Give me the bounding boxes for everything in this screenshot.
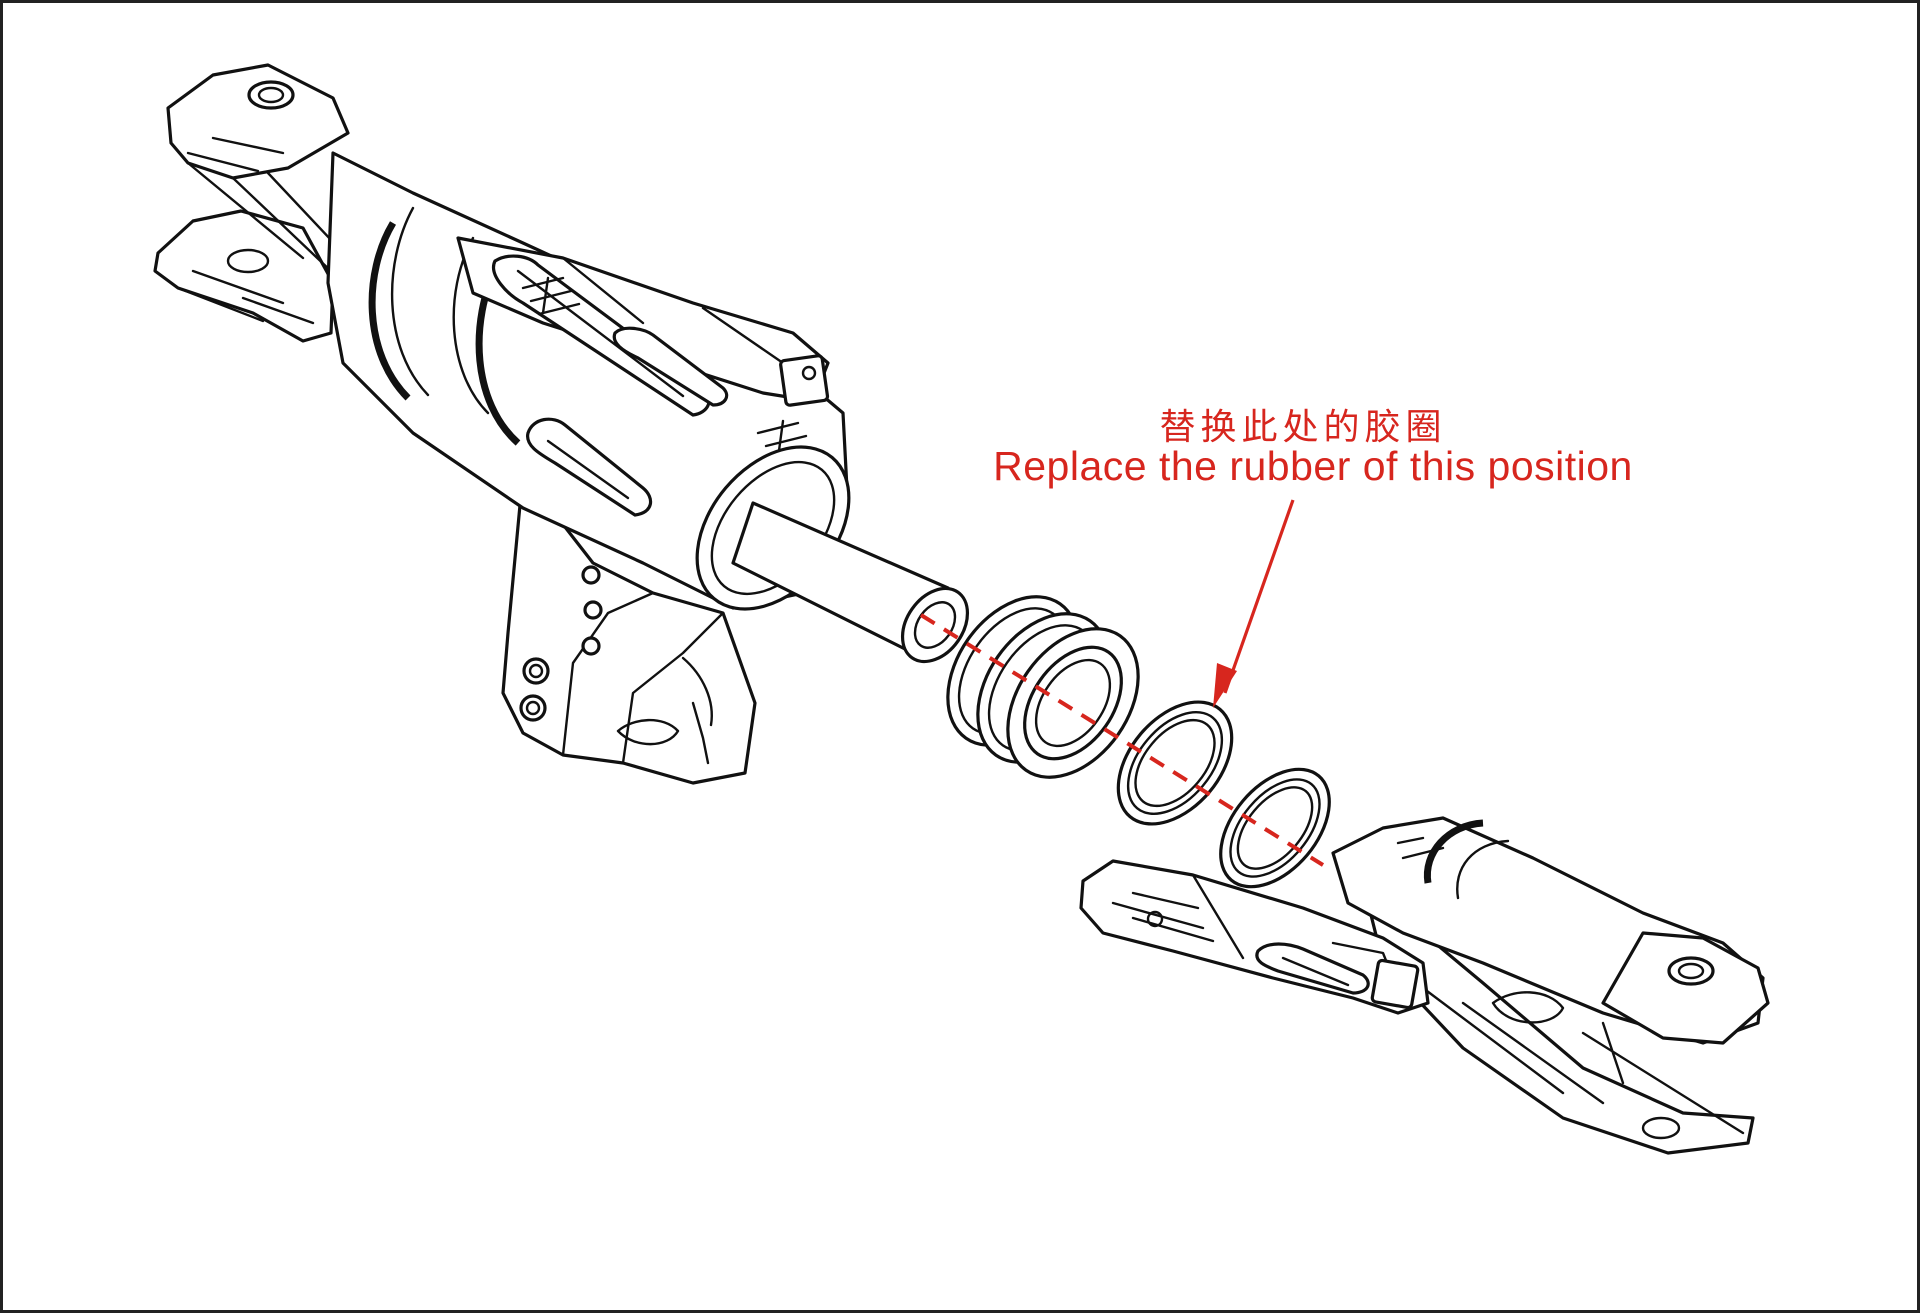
thrust-bearing-icon [946, 595, 1140, 779]
right-blade-grip-icon [1079, 816, 1770, 1155]
callout-label-chinese: 替换此处的胶圈 [1159, 407, 1447, 448]
callout-label-english: Replace the rubber of this position [993, 443, 1633, 489]
exploded-assembly-drawing [153, 63, 1770, 1155]
left-blade-grip-housing-icon [153, 63, 851, 785]
spindle-shaft-icon [731, 501, 970, 664]
callout-arrow [1213, 499, 1295, 708]
washer-ring-icon [1219, 767, 1331, 889]
rubber-o-ring-icon [1116, 700, 1234, 826]
